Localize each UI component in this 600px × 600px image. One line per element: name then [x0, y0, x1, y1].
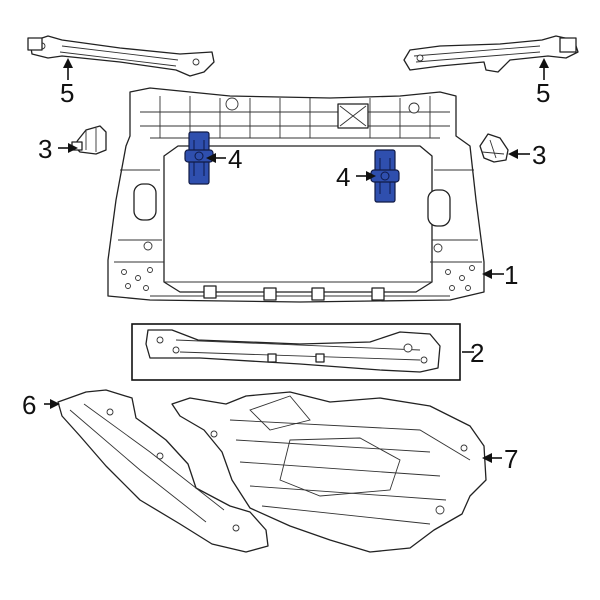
part-7-engine-shield[interactable] — [171, 391, 487, 553]
callout-5-left: 5 — [60, 78, 74, 108]
callout-leaders — [44, 58, 549, 463]
callout-7: 7 — [504, 444, 518, 474]
part-2-callout-box — [131, 323, 461, 381]
part-2-lower-cross-member[interactable] — [145, 329, 441, 373]
callout-4-left: 4 — [228, 144, 242, 174]
callout-4-right: 4 — [336, 162, 350, 192]
callout-6: 6 — [22, 390, 36, 420]
part-6-splash-shield[interactable] — [57, 389, 269, 553]
part-1-radiator-support[interactable] — [107, 87, 485, 303]
part-4-right-bracket[interactable] — [370, 149, 400, 203]
callout-5-right: 5 — [536, 78, 550, 108]
callout-2: 2 — [470, 338, 484, 368]
part-4-left-bracket[interactable] — [184, 131, 214, 185]
callout-1: 1 — [504, 260, 518, 290]
part-3-right-bracket[interactable] — [479, 133, 509, 163]
callout-3-right: 3 — [532, 140, 546, 170]
part-3-left-bracket[interactable] — [71, 125, 107, 155]
callout-3-left: 3 — [38, 134, 52, 164]
part-5-left-tie-bar[interactable] — [27, 35, 215, 77]
frame-bolt-holes — [121, 265, 475, 291]
part-5-right-tie-bar[interactable] — [403, 35, 579, 73]
